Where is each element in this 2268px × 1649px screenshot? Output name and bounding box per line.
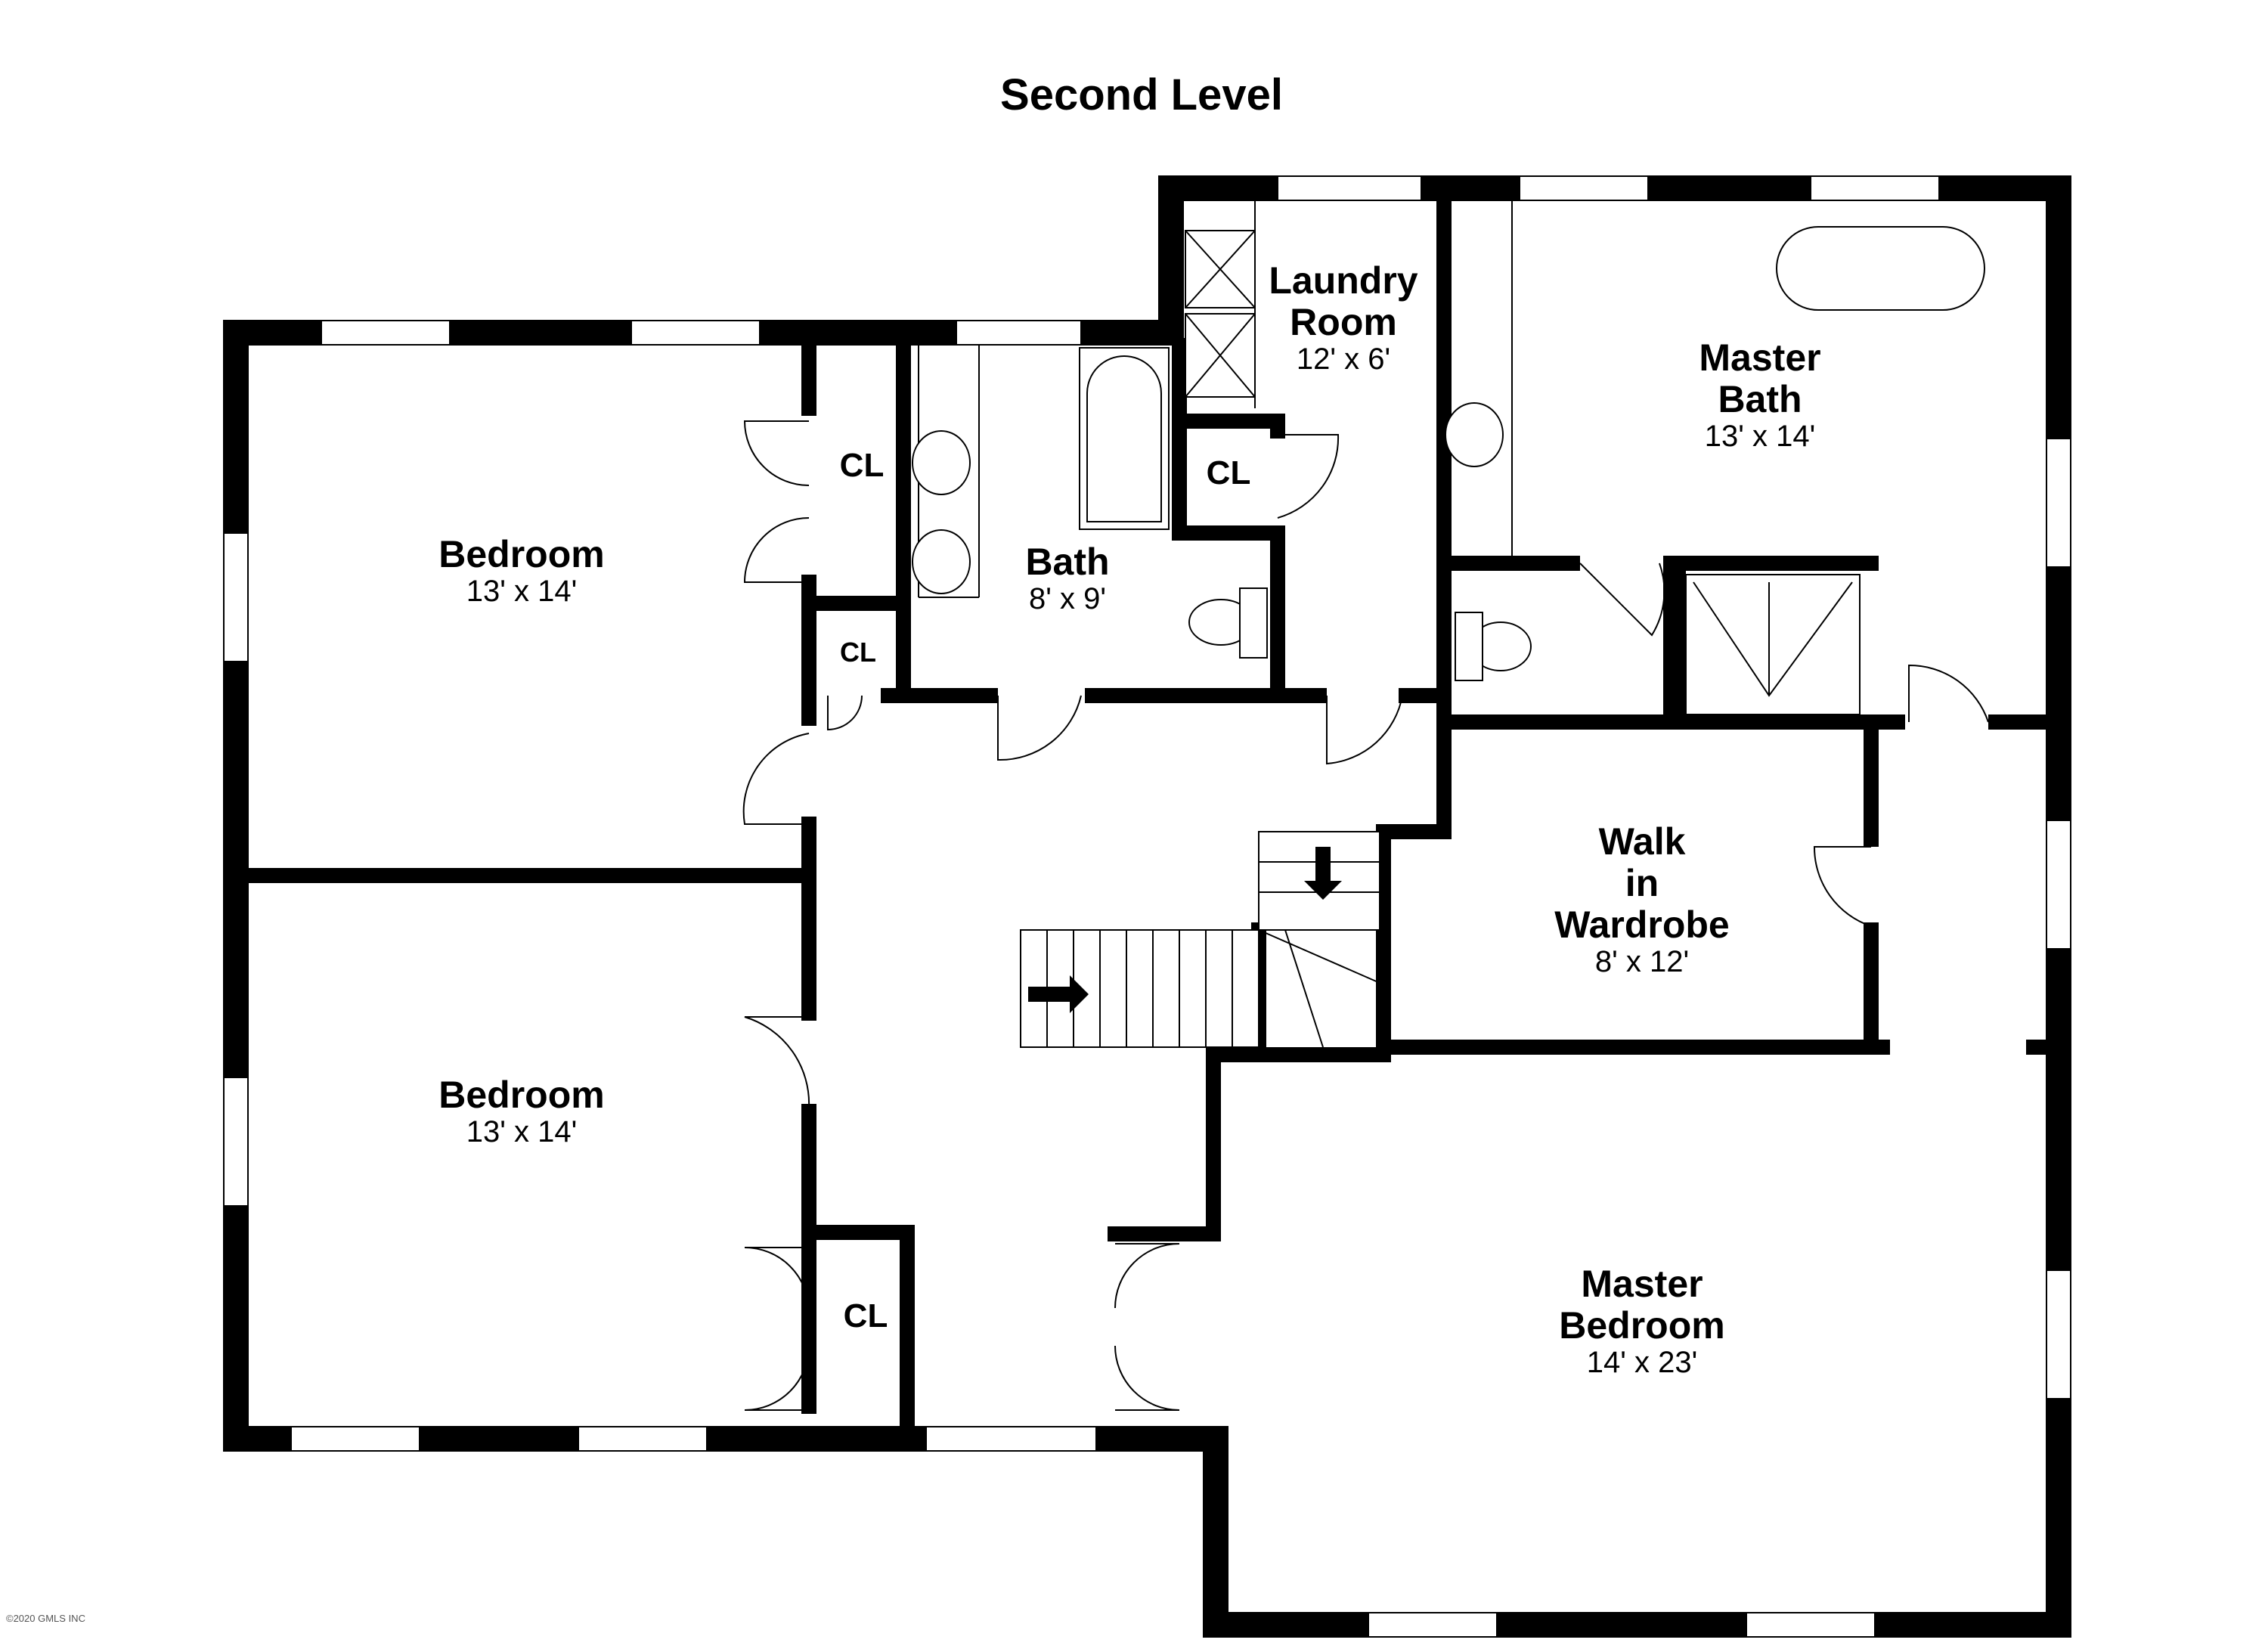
room-name: Master bbox=[1581, 1263, 1703, 1305]
window bbox=[223, 1077, 249, 1207]
shower-icon bbox=[1685, 574, 1861, 715]
room-name: Bath bbox=[1718, 378, 1802, 420]
closet-label: CL bbox=[840, 637, 876, 668]
room-name: Bedroom bbox=[1559, 1304, 1724, 1347]
room-name: Bedroom bbox=[438, 1074, 604, 1116]
window bbox=[1810, 175, 1940, 201]
arrow-down-icon bbox=[1304, 847, 1342, 900]
room-dimensions: 13' x 14' bbox=[1705, 420, 1815, 453]
room-dimensions: 13' x 14' bbox=[466, 575, 577, 608]
room-name: Wardrobe bbox=[1554, 904, 1730, 946]
interior-walls bbox=[242, 194, 2053, 1434]
window bbox=[2046, 438, 2071, 568]
room-name: Bath bbox=[1025, 541, 1109, 583]
window bbox=[578, 1426, 708, 1452]
bathtub-icon bbox=[1079, 347, 1170, 530]
window bbox=[321, 320, 451, 346]
window bbox=[290, 1426, 420, 1452]
sink-icon bbox=[1445, 402, 1504, 467]
room-dimensions: 8' x 12' bbox=[1595, 945, 1689, 978]
room-dimensions: 13' x 14' bbox=[466, 1115, 577, 1148]
room-dimensions: 14' x 23' bbox=[1587, 1346, 1697, 1379]
sink-icon bbox=[912, 529, 971, 594]
floor-title: Second Level bbox=[1000, 70, 1283, 119]
copyright-notice: ©2020 GMLS INC bbox=[6, 1613, 85, 1624]
room-dimensions: 12' x 6' bbox=[1297, 343, 1390, 376]
closet-label: CL bbox=[844, 1297, 888, 1334]
freestanding-tub-icon bbox=[1776, 226, 1985, 311]
window bbox=[1277, 175, 1422, 201]
room-name: Walk bbox=[1599, 820, 1686, 863]
window bbox=[1746, 1612, 1876, 1638]
sink-icon bbox=[912, 430, 971, 495]
closet-label: CL bbox=[1207, 454, 1251, 491]
window bbox=[2046, 820, 2071, 950]
arrow-right-icon bbox=[1028, 975, 1089, 1013]
window bbox=[2046, 1269, 2071, 1399]
room-dimensions: 8' x 9' bbox=[1029, 582, 1106, 615]
window bbox=[223, 532, 249, 662]
window bbox=[1519, 175, 1649, 201]
windows bbox=[223, 175, 2071, 1638]
fixtures bbox=[912, 201, 1985, 1048]
closet-label: CL bbox=[840, 447, 885, 484]
window bbox=[631, 320, 761, 346]
room-name: in bbox=[1625, 862, 1659, 904]
room-name: Laundry bbox=[1269, 259, 1418, 302]
doors bbox=[742, 420, 1989, 1411]
window bbox=[1368, 1612, 1498, 1638]
room-name: Room bbox=[1290, 301, 1397, 343]
room-name: Bedroom bbox=[438, 533, 604, 575]
room-labels: Bedroom 13' x 14' Bedroom 13' x 14' Bath… bbox=[438, 259, 1820, 1379]
window bbox=[925, 1426, 1097, 1452]
room-name: Master bbox=[1699, 336, 1820, 379]
window bbox=[956, 320, 1082, 346]
